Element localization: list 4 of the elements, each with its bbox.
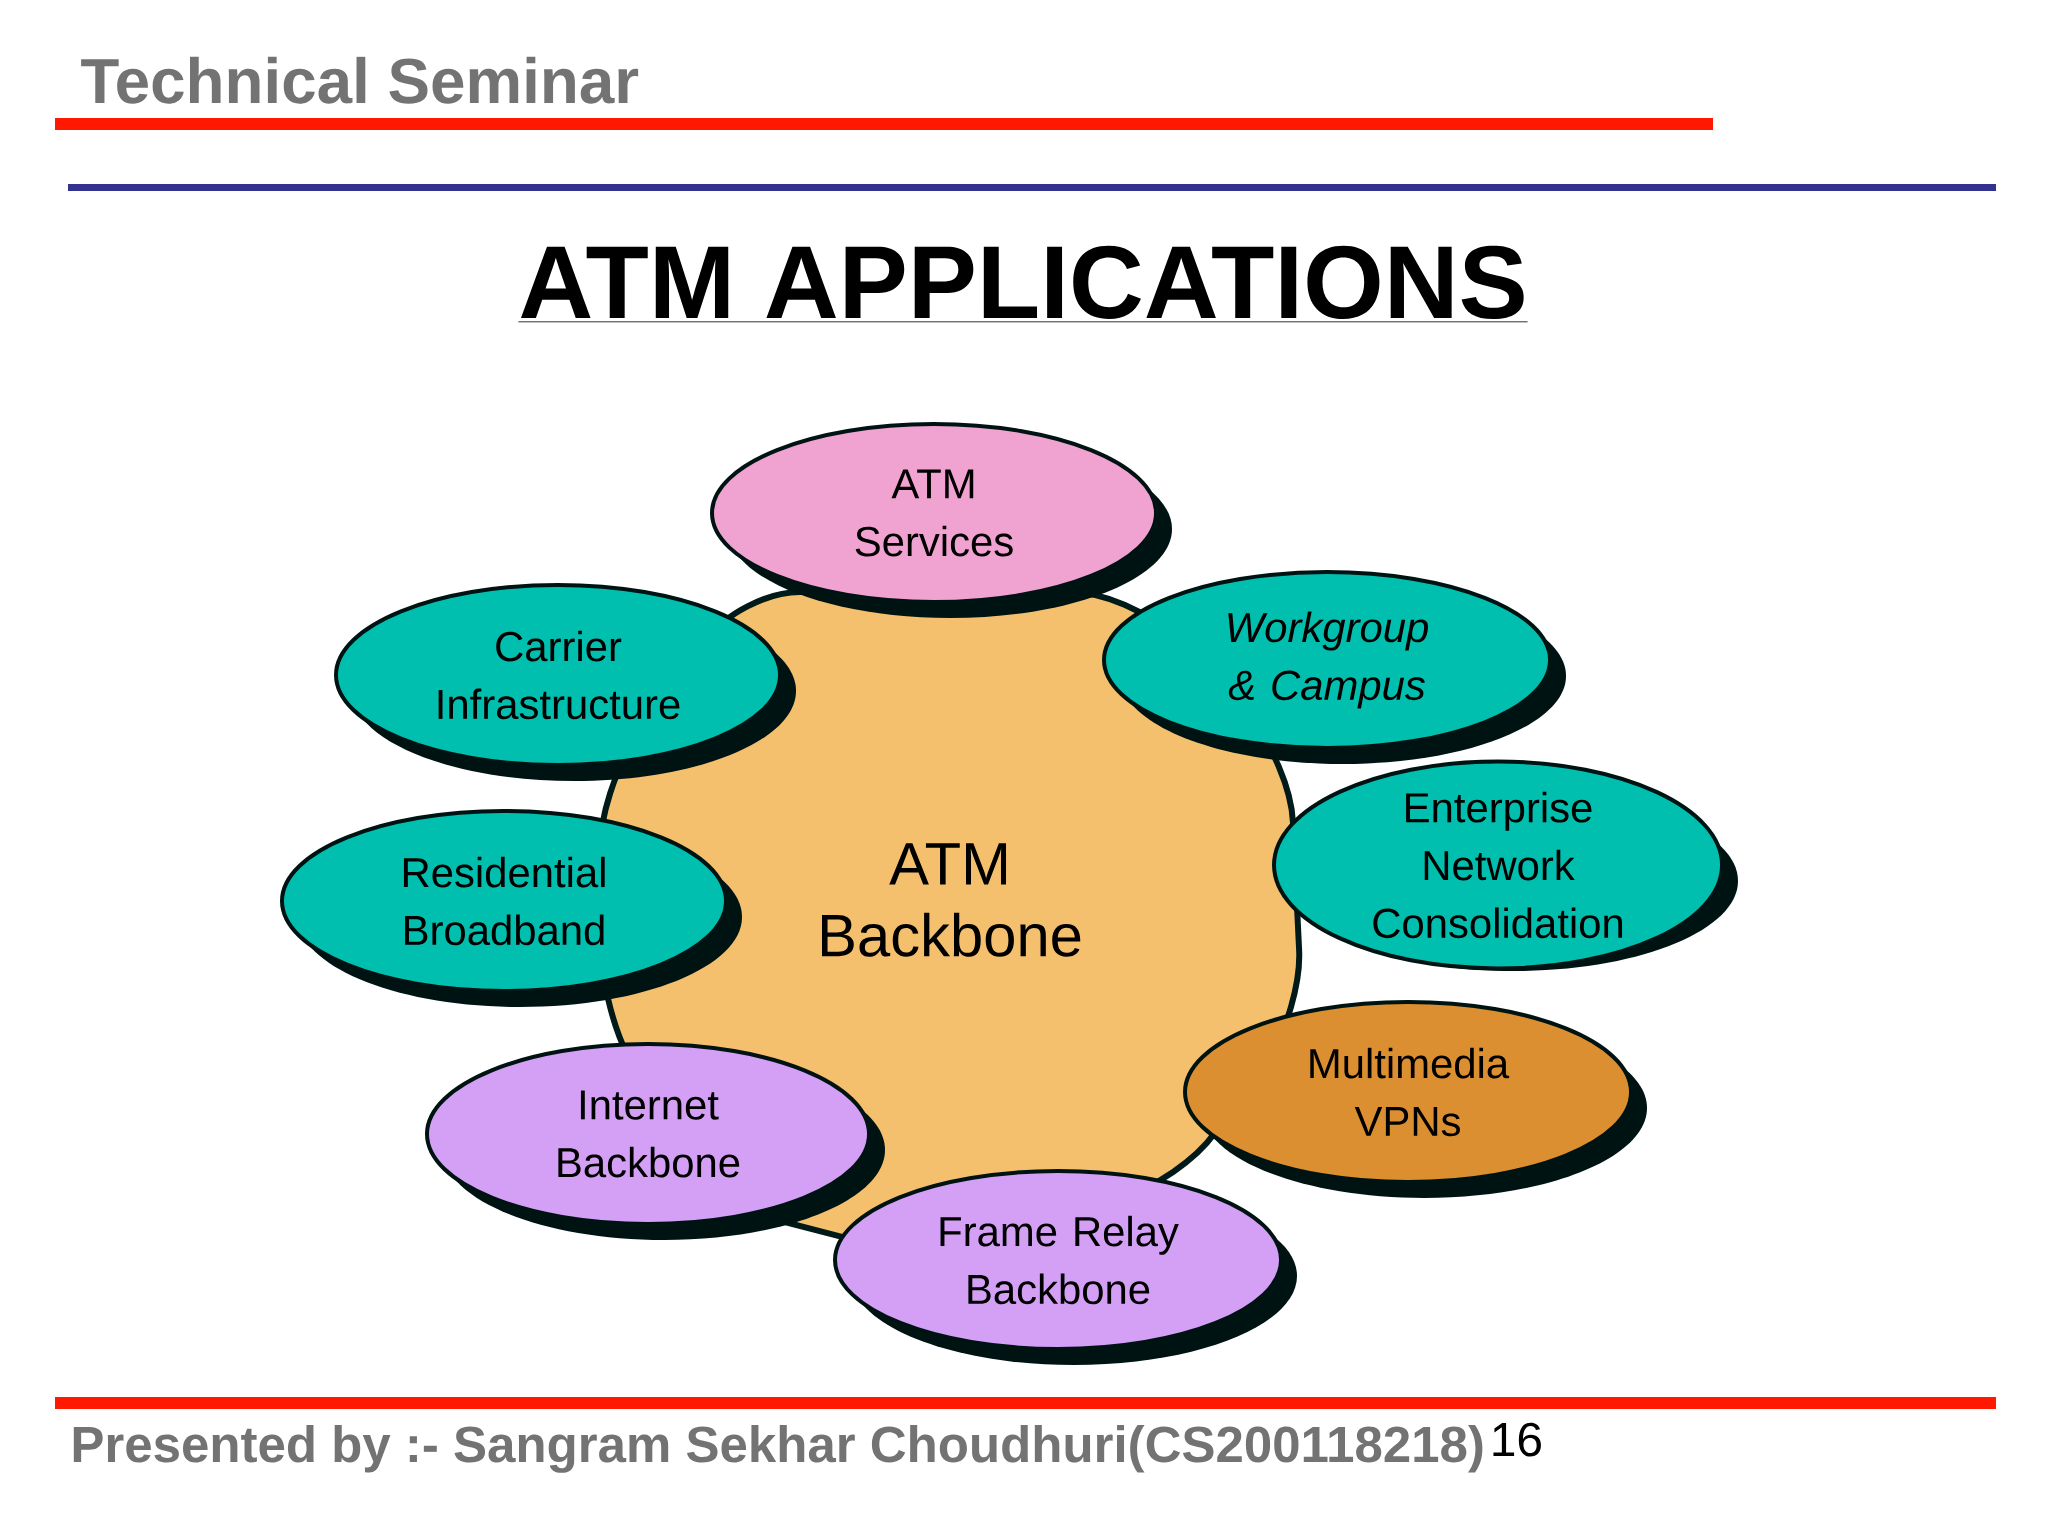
header-text: Technical Seminar xyxy=(81,56,639,104)
title: ATM APPLICATIONS xyxy=(518,245,1528,323)
footer-text: Presented by :- Sangram Sekhar Choudhuri(CS200118218) xyxy=(73,1425,1483,1473)
page-number: 16 xyxy=(1493,1422,1541,1457)
